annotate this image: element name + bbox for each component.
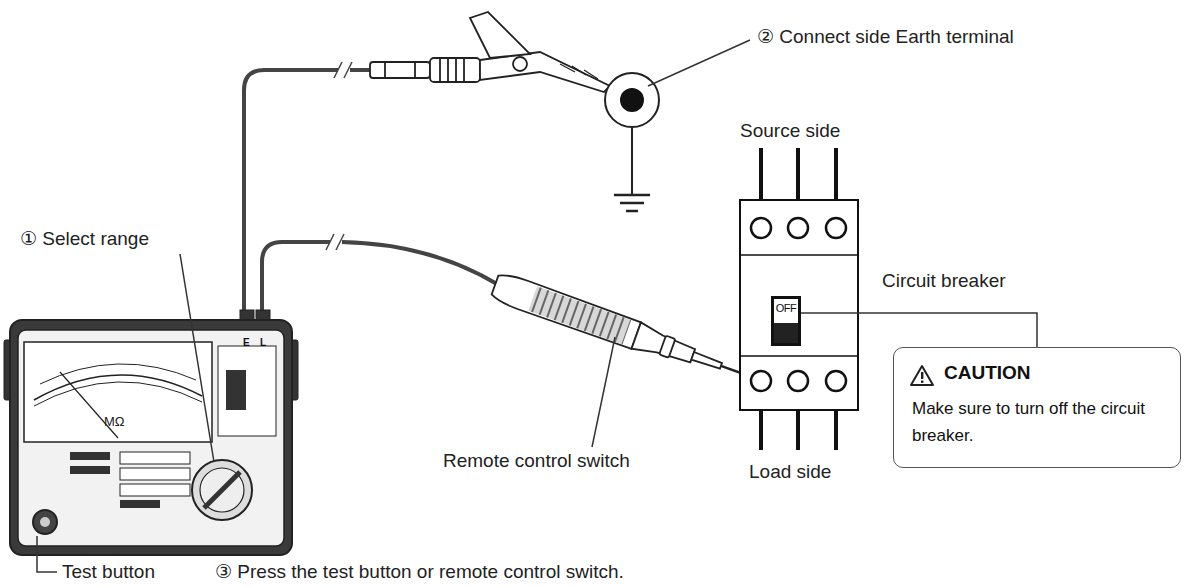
probe-cable: [262, 242, 330, 318]
leader-line: [592, 337, 615, 447]
switch-text: OFF: [774, 302, 798, 314]
instruction-text: ③ Press the test button or remote contro…: [215, 561, 624, 584]
callout-label: ① Select range: [20, 228, 149, 251]
terminal-letter: E: [243, 337, 250, 349]
caution-box: CAUTION Make sure to turn off the circuit…: [893, 347, 1181, 468]
earth-cable: [244, 70, 338, 318]
alligator-clip: [370, 12, 610, 92]
breaker-switch: OFF: [771, 296, 801, 346]
scale-unit: MΩ: [104, 414, 125, 430]
part-label: Load side: [749, 461, 831, 484]
earth-cable: [350, 68, 370, 72]
leader-line: [180, 254, 214, 462]
cable-break: [334, 62, 352, 78]
part-label: Source side: [740, 120, 840, 143]
probe-cable: [342, 242, 497, 284]
callout-label: ② Connect side Earth terminal: [757, 26, 1014, 49]
circuit-breaker: [740, 148, 858, 450]
part-label: Remote control switch: [443, 450, 630, 473]
caution-body: Make sure to turn off the circuit breake…: [912, 395, 1162, 449]
warning-icon: [910, 364, 934, 386]
leader-line: [37, 536, 57, 572]
insulation-tester: [4, 310, 298, 555]
earth-terminal: [605, 73, 659, 211]
part-label: Test button: [62, 561, 155, 584]
cable-break: [326, 234, 344, 250]
leader-line: [648, 40, 750, 86]
terminal-letter: L: [260, 337, 266, 349]
caution-heading: CAUTION: [912, 362, 1162, 385]
part-label: Circuit breaker: [882, 270, 1006, 293]
leader-connector: [801, 313, 1037, 347]
test-probe: [490, 271, 767, 395]
